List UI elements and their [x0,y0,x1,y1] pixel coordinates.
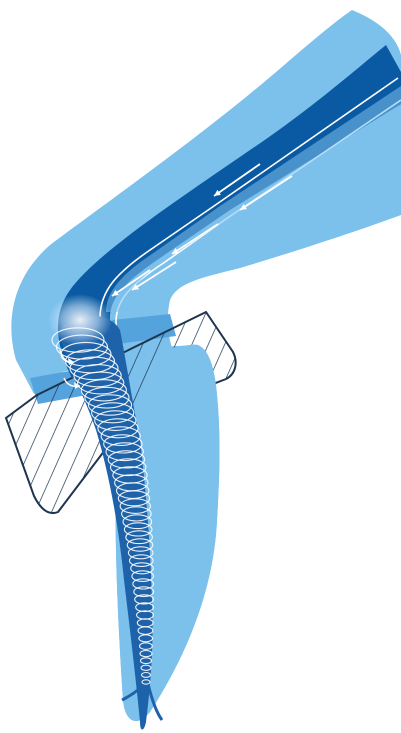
spray-cloud [48,294,112,346]
